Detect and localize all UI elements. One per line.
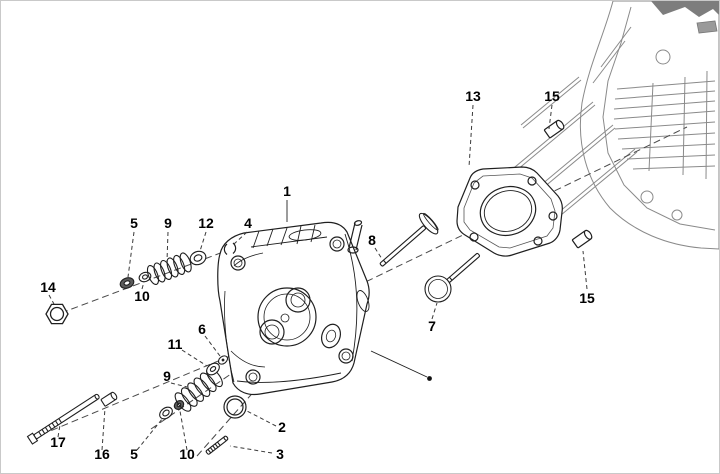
- o-ring-drawing: [223, 395, 247, 419]
- leader-14: [48, 294, 55, 305]
- callout-10a: 10: [134, 288, 150, 304]
- stud-screw-drawing: [205, 435, 229, 455]
- callout-4: 4: [244, 215, 252, 231]
- spring-cap-drawing: [217, 355, 229, 365]
- cylinder-head-drawing: [217, 220, 370, 396]
- callout-14: 14: [40, 279, 56, 295]
- callout-6: 6: [198, 321, 206, 337]
- head-gasket-drawing: [456, 166, 563, 257]
- leader-10b: [179, 410, 188, 451]
- valve-seal-upper-drawing: [119, 277, 135, 289]
- callout-16: 16: [94, 446, 110, 462]
- leader-4: [233, 231, 248, 245]
- callout-2: 2: [278, 419, 286, 435]
- leader-16: [101, 407, 106, 451]
- callout-9a: 9: [164, 215, 172, 231]
- leader-2: [246, 410, 277, 427]
- leader-9b: [170, 382, 188, 388]
- leader-7: [431, 302, 438, 320]
- callout-11: 11: [168, 336, 183, 352]
- spring-seat-upper-drawing: [138, 271, 152, 283]
- valve-7-drawing: [424, 253, 480, 303]
- spring-retainer-drawing: [189, 250, 207, 266]
- stud-bolt-drawing: [26, 393, 100, 445]
- valve-8-drawing: [379, 212, 439, 267]
- callout-13: 13: [465, 88, 481, 104]
- leader-12: [199, 231, 207, 252]
- leader-lines: [48, 104, 588, 454]
- leader-17: [57, 424, 61, 438]
- callout-labels: 1 13 15 15 5 9 12 4 10 14 8 7 6 11 9 2 1…: [40, 88, 595, 462]
- leader-5b: [136, 417, 164, 451]
- callout-5a: 5: [130, 215, 138, 231]
- axis-stud-bolt: [30, 348, 248, 440]
- dowel-pin-lower-drawing: [571, 229, 593, 249]
- callout-12: 12: [198, 215, 214, 231]
- leader-5a: [127, 231, 135, 278]
- leader-3: [229, 445, 273, 454]
- dowel-pin-upper-drawing: [543, 119, 565, 139]
- leader-11: [181, 349, 208, 367]
- valve-spring-lower-drawing: [174, 367, 223, 412]
- callout-15b: 15: [579, 290, 595, 306]
- callout-8: 8: [368, 232, 376, 248]
- callout-17: 17: [50, 434, 66, 450]
- callout-15a: 15: [544, 88, 560, 104]
- callout-3: 3: [276, 446, 284, 462]
- leader-10a: [141, 281, 145, 290]
- flange-nut-drawing: [45, 303, 69, 325]
- leader-13: [468, 104, 474, 168]
- leader-8: [374, 247, 383, 260]
- callout-7: 7: [428, 318, 436, 334]
- valve-cotters-drawing: [223, 242, 237, 255]
- callout-5b: 5: [130, 446, 138, 462]
- callout-10b: 10: [179, 446, 195, 462]
- washer-drawing: [206, 362, 220, 376]
- leader-9a: [166, 231, 169, 262]
- leader-15b: [582, 250, 588, 290]
- valve-seal-lower-drawing: [159, 406, 173, 420]
- engine-block-corner-detail: [651, 1, 719, 34]
- callout-9b: 9: [163, 368, 171, 384]
- dowel-bush-drawing: [100, 391, 118, 407]
- engine-block-partial: [579, 1, 719, 250]
- callout-1: 1: [283, 183, 291, 199]
- valve-spring-upper-drawing: [146, 252, 192, 286]
- reference-dot: [370, 350, 432, 381]
- leader-6: [204, 335, 221, 357]
